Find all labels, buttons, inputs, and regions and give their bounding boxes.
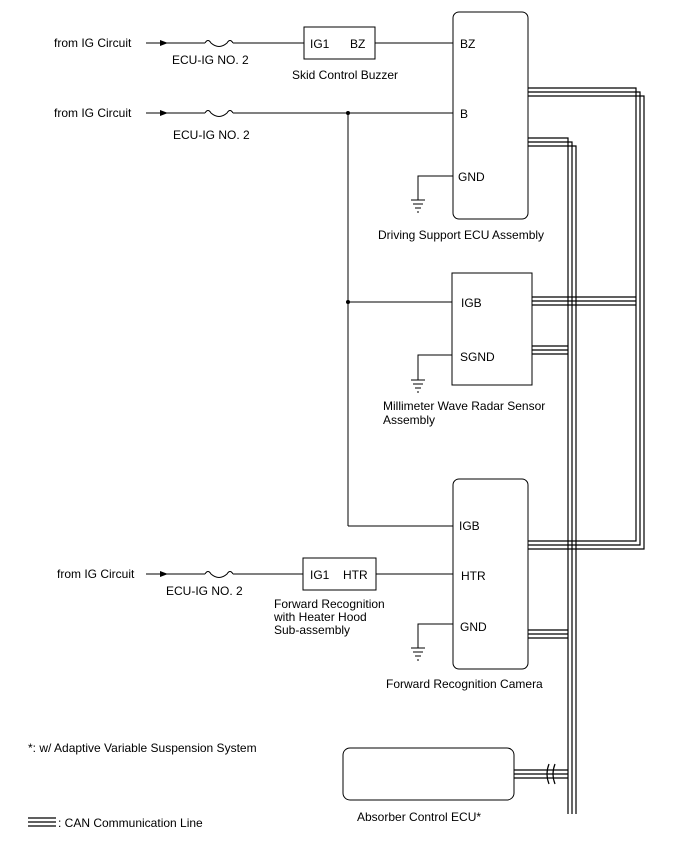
component-label: Driving Support ECU Assembly — [378, 228, 544, 242]
ground-icon — [411, 379, 425, 393]
component-label: Absorber Control ECU* — [357, 810, 481, 824]
wire — [417, 354, 452, 380]
pin-label: SGND — [460, 350, 495, 364]
fuse-label: ECU-IG NO. 2 — [173, 128, 250, 142]
pin-label: HTR — [343, 568, 368, 582]
component-label: Assembly — [383, 413, 435, 427]
arrow-icon — [160, 110, 168, 116]
break-mark-icon — [552, 763, 556, 785]
fuse-icon — [204, 40, 234, 47]
pin-label: GND — [460, 620, 487, 634]
circuit-row-ecu-power: from IG Circuit ECU-IG NO. 2 — [54, 106, 453, 527]
source-label: from IG Circuit — [54, 106, 132, 120]
pin-label: GND — [458, 170, 485, 184]
radar-sensor-box — [451, 272, 533, 386]
driving-support-ecu: BZ B GND Driving Support ECU Assembly — [378, 11, 544, 242]
pin-label: BZ — [460, 37, 475, 51]
fuse-icon — [204, 110, 234, 117]
absorber-control-ecu: Absorber Control ECU* — [342, 747, 515, 824]
legend: : CAN Communication Line — [28, 816, 203, 830]
circuit-row-heater: from IG Circuit ECU-IG NO. 2 IG1 HTR For… — [57, 557, 453, 637]
legend-label: : CAN Communication Line — [58, 816, 203, 830]
component-label: with Heater Hood — [273, 610, 367, 624]
pin-label: BZ — [350, 37, 365, 51]
ground-icon — [411, 647, 425, 661]
arrow-icon — [160, 571, 168, 577]
pin-label: B — [460, 107, 468, 121]
fuse-label: ECU-IG NO. 2 — [172, 53, 249, 67]
circuit-row-buzzer: from IG Circuit ECU-IG NO. 2 IG1 BZ Skid… — [54, 26, 453, 82]
wire — [417, 175, 453, 200]
component-label: Forward Recognition — [274, 597, 385, 611]
component-label: Millimeter Wave Radar Sensor — [383, 399, 545, 413]
heater-hood-box — [302, 557, 377, 591]
camera-box — [452, 478, 529, 670]
fuse-label: ECU-IG NO. 2 — [166, 584, 243, 598]
break-mark-icon — [546, 763, 550, 785]
ground-icon — [411, 199, 425, 213]
component-label: Sub-assembly — [274, 623, 350, 637]
arrow-icon — [160, 40, 168, 46]
pin-label: HTR — [461, 569, 486, 583]
pin-label: IG1 — [310, 37, 330, 51]
source-label: from IG Circuit — [54, 36, 132, 50]
pin-label: IG1 — [310, 568, 330, 582]
absorber-ecu-box — [342, 747, 515, 801]
driving-support-ecu-box — [452, 11, 529, 220]
pin-label: IGB — [459, 519, 480, 533]
fuse-icon — [204, 571, 234, 578]
wire — [417, 623, 453, 648]
can-bus-lines — [514, 87, 645, 814]
can-line-legend-icon — [28, 817, 56, 827]
component-label: Forward Recognition Camera — [386, 677, 543, 691]
pin-label: IGB — [461, 296, 482, 310]
source-label: from IG Circuit — [57, 567, 135, 581]
footnote: *: w/ Adaptive Variable Suspension Syste… — [28, 741, 257, 755]
forward-recognition-camera: IGB HTR GND Forward Recognition Camera — [386, 478, 543, 691]
component-label: Skid Control Buzzer — [292, 68, 398, 82]
radar-sensor: IGB SGND Millimeter Wave Radar Sensor As… — [383, 272, 545, 427]
